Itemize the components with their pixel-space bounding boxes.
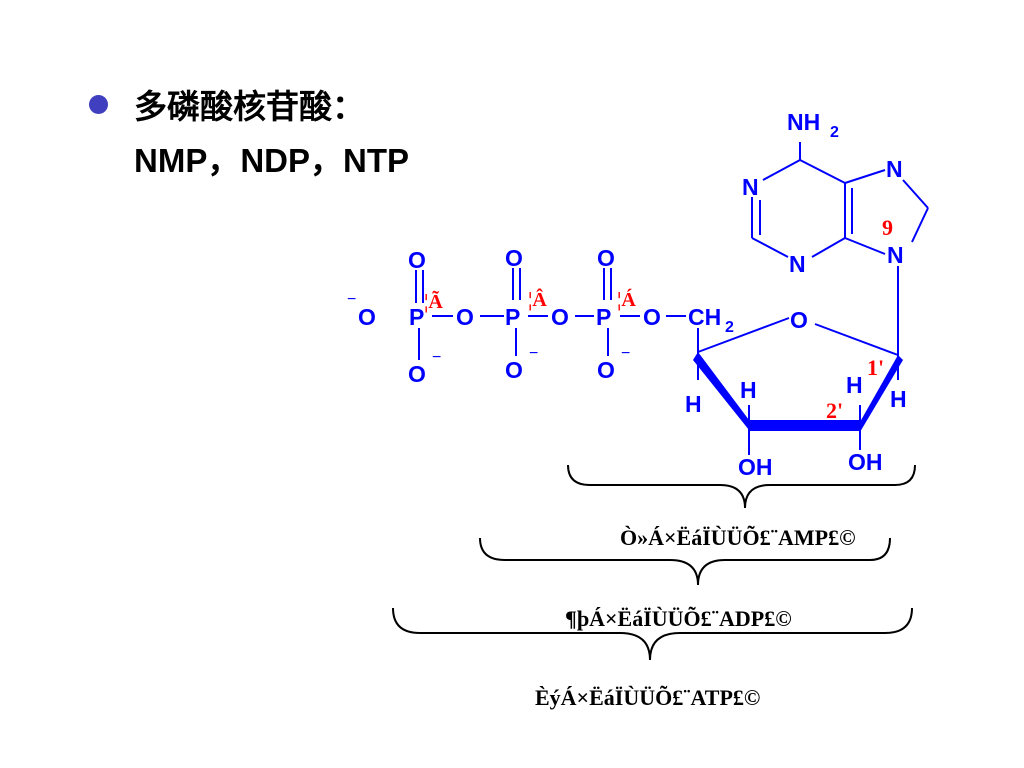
amino-subscript: 2 (830, 124, 839, 141)
caption-amp: Ò»Á×ËáÏÙÜÕ£¨AMP£© (620, 525, 856, 550)
gamma-label: ¦Ã (424, 290, 443, 313)
beta-p-label: P (505, 304, 520, 330)
c4-h-label: H (685, 391, 702, 417)
heading-line-2: NMP，NDP，NTP (134, 142, 410, 179)
beta-oxo-label: O (505, 245, 523, 271)
alpha-label: ¦Á (617, 288, 636, 311)
ring-n1-label: N (742, 174, 759, 200)
ester-o-label: O (643, 304, 661, 330)
position-1p-label: 1' (867, 355, 884, 380)
c1-h-label: H (890, 386, 907, 412)
beta-label: ¦Â (528, 287, 547, 311)
phosphate-bonds (415, 268, 686, 360)
ribose-bonds (693, 317, 903, 455)
heading-line-1: 多磷酸核苷酸： (134, 87, 365, 126)
terminal-o-label: O (358, 304, 376, 330)
alpha-o-minus-label: O (597, 357, 615, 383)
ch2-subscript: 2 (725, 319, 734, 336)
beta-o-minus-label: O (505, 357, 523, 383)
gamma-p-label: P (409, 304, 424, 330)
gamma-oxo-label: O (408, 247, 426, 273)
c3-oh-label: OH (738, 454, 773, 480)
gamma-o-minus-label: O (408, 361, 426, 387)
brace-amp (567, 464, 916, 509)
brace-atp (392, 607, 913, 661)
caption-atp: ÈýÁ×ËáÏÙÜÕ£¨ATP£© (535, 685, 760, 710)
ring-n7-label: N (886, 156, 903, 182)
bridge-o1-label: O (456, 304, 474, 330)
alpha-oxo-label: O (597, 245, 615, 271)
amino-nh-label: NH (787, 109, 820, 135)
adenine-bonds (751, 142, 929, 355)
c2-oh-label: OH (848, 449, 883, 475)
beta-o-charge: − (529, 345, 538, 362)
ring-n3-label: N (789, 251, 806, 277)
alpha-p-label: P (596, 304, 611, 330)
bridge-o2-label: O (551, 304, 569, 330)
ribose-o-label: O (790, 307, 808, 333)
ch2-label: CH (688, 304, 721, 330)
brace-adp (479, 537, 891, 586)
position-2p-label: 2' (826, 398, 843, 423)
c2-h-label: H (846, 372, 863, 398)
gamma-o-charge: − (432, 349, 441, 366)
c3-h-label: H (740, 377, 757, 403)
braces (392, 464, 916, 661)
bullet-dot (89, 95, 108, 114)
alpha-o-charge: − (621, 345, 630, 362)
caption-adp: ¶þÁ×ËáÏÙÜÕ£¨ADP£© (565, 606, 792, 631)
position-9-label: 9 (882, 215, 893, 240)
ring-n9-label: N (887, 242, 904, 268)
terminal-o-charge: − (347, 291, 356, 308)
